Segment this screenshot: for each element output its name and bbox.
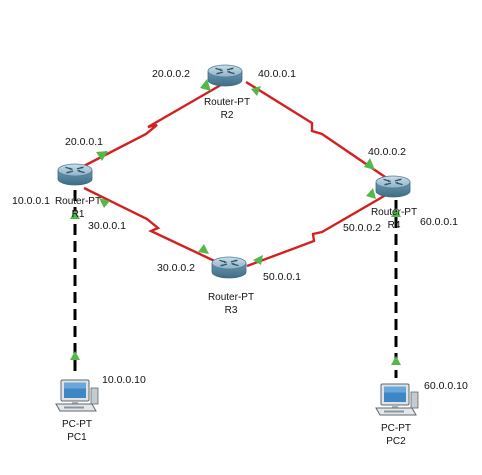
status-up-icon <box>251 86 261 96</box>
router-icon <box>207 64 243 87</box>
router-r3[interactable]: Router-PT R3 <box>208 256 254 316</box>
router-icon <box>57 163 93 186</box>
router-type-label: Router-PT <box>371 207 417 218</box>
status-up-icon <box>198 244 209 254</box>
ip-label-r4-r3: 50.0.0.2 <box>343 222 381 234</box>
status-up-icon <box>200 79 211 91</box>
router-name-label: R3 <box>225 305 238 316</box>
ip-label-pc1: 10.0.0.10 <box>102 374 146 386</box>
router-name-label: R1 <box>72 209 85 220</box>
ip-label-r3-r1: 30.0.0.2 <box>157 262 195 274</box>
ethernet-links <box>73 190 398 378</box>
pc-name-label: PC2 <box>386 436 406 447</box>
router-r4[interactable]: Router-PT R4 <box>371 175 417 231</box>
ip-label-r2-r1: 20.0.0.2 <box>152 68 190 80</box>
ip-label-r4-r2: 40.0.0.2 <box>368 146 406 158</box>
link-status-indicators <box>70 79 401 365</box>
serial-link-r1-r2[interactable] <box>79 80 227 170</box>
serial-link-r1-r3[interactable] <box>83 186 224 267</box>
router-r2[interactable]: Router-PT R2 <box>204 64 250 121</box>
router-name-label: R2 <box>221 110 234 121</box>
status-up-icon <box>96 151 108 161</box>
pc-icon <box>55 379 99 412</box>
pc-name-label: PC1 <box>67 432 87 443</box>
ip-labels: 20.0.0.2 40.0.0.1 20.0.0.1 40.0.0.2 10.0… <box>12 68 468 392</box>
ip-label-r4-lan: 60.0.0.1 <box>420 216 458 228</box>
router-icon <box>375 175 411 198</box>
serial-link-r3-r4[interactable] <box>246 190 392 268</box>
router-type-label: Router-PT <box>55 196 101 207</box>
ip-label-r1-lan: 10.0.0.1 <box>12 195 50 207</box>
ip-label-pc2: 60.0.0.10 <box>424 380 468 392</box>
router-name-label: R4 <box>388 220 401 231</box>
router-icon <box>211 256 247 279</box>
pc-type-label: PC-PT <box>381 423 411 434</box>
status-up-icon <box>391 356 401 365</box>
serial-link-r2-r4[interactable] <box>245 80 392 182</box>
ip-label-r1-r2: 20.0.0.1 <box>65 136 103 148</box>
ip-label-r1-r3: 30.0.0.1 <box>88 220 126 232</box>
pc-pc1[interactable]: PC-PT PC1 <box>55 379 99 443</box>
router-type-label: Router-PT <box>204 97 250 108</box>
pc-type-label: PC-PT <box>62 419 92 430</box>
status-up-icon <box>253 255 263 265</box>
status-up-icon <box>391 208 401 217</box>
status-up-icon <box>364 158 375 170</box>
status-up-icon <box>70 351 80 360</box>
ip-label-r2-r4: 40.0.0.1 <box>258 68 296 80</box>
status-up-icon <box>366 188 376 199</box>
status-up-icon <box>99 198 110 208</box>
status-up-icon <box>70 210 80 219</box>
ip-label-r3-r4: 50.0.0.1 <box>263 271 301 283</box>
serial-links <box>79 80 392 268</box>
pc-pc2[interactable]: PC-PT PC2 <box>375 383 419 447</box>
router-type-label: Router-PT <box>208 292 254 303</box>
router-r1[interactable]: Router-PT R1 <box>55 163 101 220</box>
pc-icon <box>375 383 419 416</box>
